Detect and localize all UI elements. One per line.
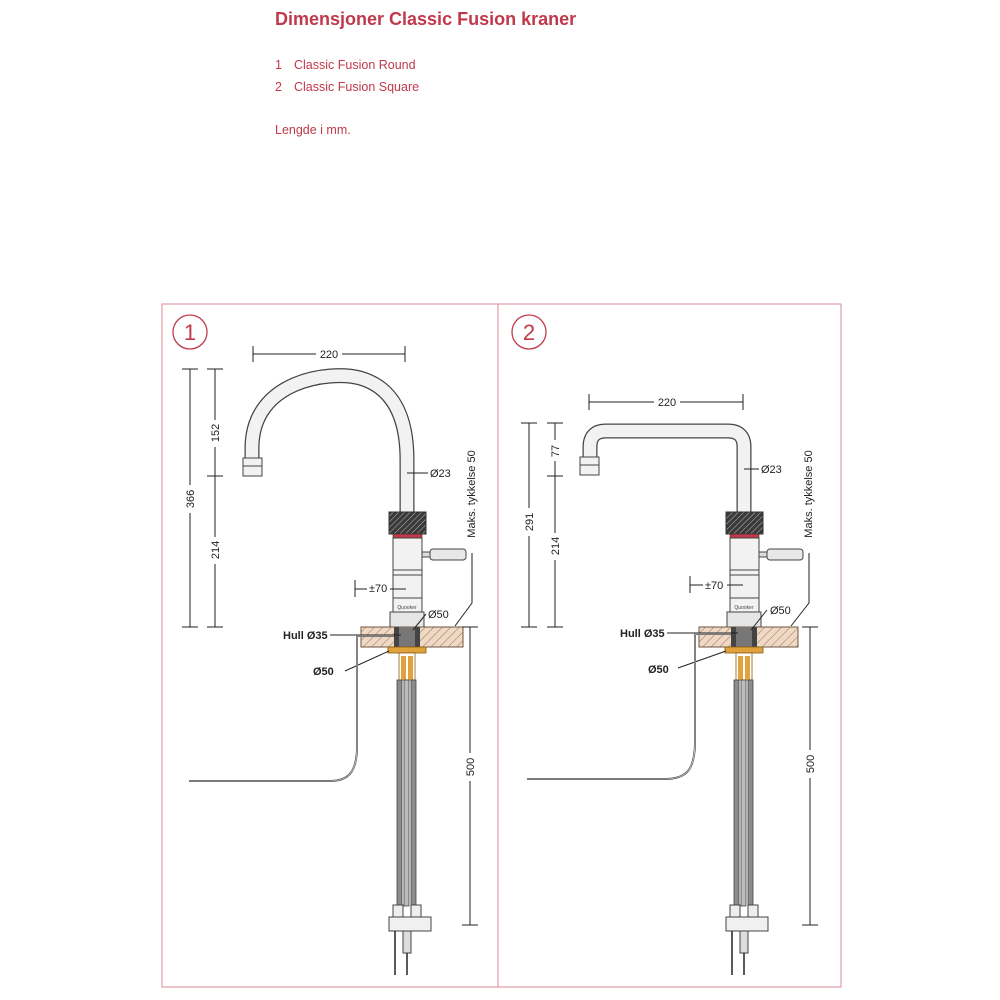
panel-2-number-badge — [511, 314, 547, 350]
panel-1-offset-label: ±70 — [369, 583, 387, 595]
list-item-label: Classic Fusion Round — [294, 58, 416, 72]
panel-2-spout-diameter-label: Ø23 — [761, 464, 782, 476]
panel-2-cable — [527, 633, 731, 780]
unit-note: Lengde i mm. — [275, 123, 351, 137]
panel-2-hole-label: Hull Ø35 — [620, 628, 665, 640]
variant-list: 1 Classic Fusion Round 2 Classic Fusion … — [275, 58, 419, 102]
panel-1-number-badge — [172, 314, 208, 350]
panel-1-max-thickness-label: Maks. tykkelse 50 — [466, 450, 478, 537]
list-item: 1 Classic Fusion Round — [275, 58, 419, 80]
panel-2-width-label: 220 — [658, 397, 676, 409]
panel-1-hoses — [388, 679, 432, 975]
panel-1-hose-length-label: 500 — [465, 758, 477, 776]
panel-2-max-thickness-label: Maks. tykkelse 50 — [803, 450, 815, 537]
panel-2-faucet: Quooker — [579, 423, 804, 628]
panel-1-upper-height-label: 152 — [210, 424, 222, 442]
svg-text:Quooker: Quooker — [734, 605, 754, 611]
list-item-number: 2 — [275, 80, 282, 94]
list-item: 2 Classic Fusion Square — [275, 80, 419, 102]
list-item-number: 1 — [275, 58, 282, 72]
panel-1-width-label: 220 — [320, 349, 338, 361]
panel-2: 2 220 291 77 214 — [511, 314, 818, 975]
panel-2-upper-height-label: 77 — [550, 445, 562, 457]
panel-2-bottom-diameter-label: Ø50 — [648, 664, 669, 676]
panel-1-total-height-label: 366 — [185, 490, 197, 508]
panel-1-base-diameter-label: Ø50 — [428, 609, 449, 621]
panel-1-lower-height-label: 214 — [210, 541, 222, 559]
page-title: Dimensjoner Classic Fusion kraner — [275, 9, 577, 29]
panel-1-faucet: Quooker — [242, 368, 467, 628]
list-item-label: Classic Fusion Square — [294, 80, 420, 94]
panel-2-hose-length-label: 500 — [805, 755, 817, 773]
panel-2-frame — [497, 303, 842, 988]
panel-2-base-diameter-label: Ø50 — [770, 605, 791, 617]
panel-1-number: 1 — [184, 320, 196, 345]
panel-2-number: 2 — [523, 320, 535, 345]
panel-2-hoses — [725, 679, 769, 975]
panel-1: 1 220 366 152 214 — [172, 314, 478, 975]
panel-1-spout-diameter-label: Ø23 — [430, 468, 451, 480]
panel-2-lower-height-label: 214 — [550, 537, 562, 555]
panel-1-bottom-diameter-label: Ø50 — [313, 666, 334, 678]
panel-1-hole-label: Hull Ø35 — [283, 630, 328, 642]
panel-1-cable — [189, 635, 394, 782]
panel-2-total-height-label: 291 — [524, 513, 536, 531]
panel-2-offset-label: ±70 — [705, 580, 723, 592]
svg-text:Quooker: Quooker — [397, 605, 417, 611]
